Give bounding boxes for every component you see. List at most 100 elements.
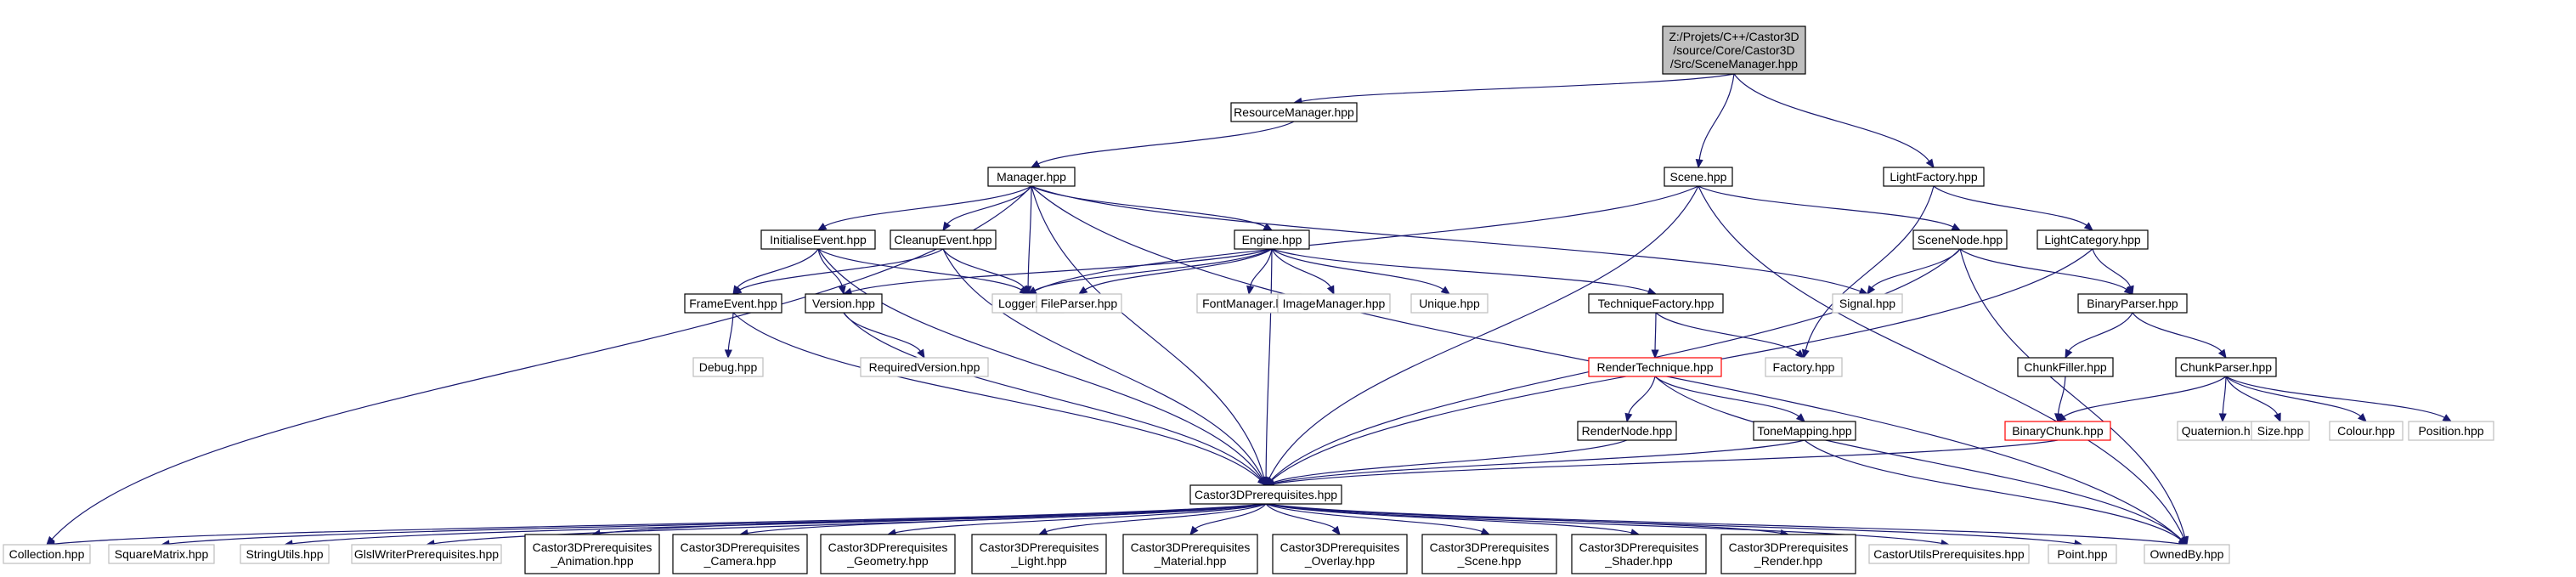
node-box: [805, 293, 883, 314]
node-label: Castor3DPrerequisites: [1131, 540, 1251, 554]
node-pre-shader[interactable]: Castor3DPrerequisites_Shader.hpp: [1571, 534, 1707, 574]
edge-line: [817, 248, 844, 288]
node-unique[interactable]: Unique.hpp: [1410, 293, 1489, 314]
node-fileparser[interactable]: FileParser.hpp: [1036, 293, 1122, 314]
node-pre-scene[interactable]: Castor3DPrerequisites_Scene.hpp: [1421, 534, 1557, 574]
edge-line: [1271, 248, 1332, 289]
edge-lightfactory-to-lightcategory: [1933, 185, 2093, 231]
edge-root-to-lightfactory: [1733, 73, 1935, 169]
node-pre-render[interactable]: Castor3DPrerequisites_Render.hpp: [1720, 534, 1856, 574]
node-box: [1277, 293, 1391, 314]
edge-line: [1031, 185, 1265, 479]
node-point[interactable]: Point.hpp: [2048, 544, 2117, 564]
node-lightcategory[interactable]: LightCategory.hpp: [2037, 229, 2149, 250]
node-label: Size.hpp: [2257, 424, 2304, 438]
node-scene[interactable]: Scene.hpp: [1664, 167, 1733, 187]
edge-line: [1272, 439, 1805, 484]
edge-initialiseevent-to-logger: [817, 248, 1030, 295]
node-colour[interactable]: Colour.hpp: [2329, 421, 2404, 441]
node-resourcemanager[interactable]: ResourceManager.hpp: [1230, 102, 1358, 122]
node-size[interactable]: Size.hpp: [2251, 421, 2310, 441]
node-label: OwnedBy.hpp: [2150, 547, 2224, 561]
node-tonemapping[interactable]: ToneMapping.hpp: [1753, 421, 1856, 441]
node-pre-overlay[interactable]: Castor3DPrerequisites_Overlay.hpp: [1272, 534, 1408, 574]
node-pre-material[interactable]: Castor3DPrerequisites_Material.hpp: [1122, 534, 1258, 574]
node-rendertechnique[interactable]: RenderTechnique.hpp: [1588, 357, 1722, 377]
node-version[interactable]: Version.hpp: [805, 293, 883, 314]
node-chunkparser[interactable]: ChunkParser.hpp: [2175, 357, 2277, 377]
edge-line: [1084, 248, 1273, 291]
edge-arrowhead: [1189, 525, 1199, 535]
edge-line: [942, 248, 1264, 479]
edge-line: [1959, 248, 2128, 291]
edges-layer: [45, 73, 2453, 548]
node-debug[interactable]: Debug.hpp: [692, 357, 764, 377]
node-lightfactory[interactable]: LightFactory.hpp: [1883, 167, 1985, 187]
node-rendernode[interactable]: RenderNode.hpp: [1577, 421, 1677, 441]
edge-arrowhead: [1801, 348, 1810, 359]
node-binaryparser[interactable]: BinaryParser.hpp: [2077, 293, 2188, 314]
node-chunkfiller[interactable]: ChunkFiller.hpp: [2017, 357, 2114, 377]
node-initialiseevent[interactable]: InitialiseEvent.hpp: [760, 229, 876, 250]
edge-arrowhead: [724, 349, 732, 359]
node-label: Collection.hpp: [9, 547, 85, 561]
node-prereq[interactable]: Castor3DPrerequisites.hpp: [1189, 484, 1342, 505]
node-label: Castor3DPrerequisites.hpp: [1195, 488, 1337, 501]
node-label: ChunkFiller.hpp: [2024, 360, 2106, 374]
node-factory[interactable]: Factory.hpp: [1765, 357, 1843, 377]
edge-arrowhead: [2065, 348, 2073, 359]
edge-arrowhead: [1326, 285, 1335, 296]
edge-line: [2225, 376, 2279, 416]
edge-line: [2225, 376, 2362, 417]
edge-line: [1268, 185, 1699, 480]
node-box: [1122, 534, 1258, 574]
node-scenenode[interactable]: SceneNode.hpp: [1912, 229, 2008, 250]
node-label: RenderTechnique.hpp: [1597, 360, 1714, 374]
edge-arrowhead: [1246, 285, 1255, 296]
edge-line: [1698, 185, 2185, 539]
edge-arrowhead: [917, 348, 925, 359]
node-label: ImageManager.hpp: [1283, 297, 1386, 310]
node-label: Factory.hpp: [1773, 360, 1835, 374]
node-label: BinaryParser.hpp: [2087, 297, 2178, 310]
node-manager[interactable]: Manager.hpp: [987, 167, 1076, 187]
node-box: [692, 357, 764, 377]
node-requiredversion[interactable]: RequiredVersion.hpp: [860, 357, 989, 377]
node-cleanupevent[interactable]: CleanupEvent.hpp: [890, 229, 997, 250]
edge-resourcemanager-to-manager: [1030, 121, 1295, 168]
node-imagemanager[interactable]: ImageManager.hpp: [1277, 293, 1391, 314]
node-signal[interactable]: Signal.hpp: [1832, 293, 1903, 314]
node-label: /source/Core/Castor3D: [1673, 43, 1794, 57]
node-squarematrix[interactable]: SquareMatrix.hpp: [108, 544, 215, 564]
node-pre-light[interactable]: Castor3DPrerequisites_Light.hpp: [971, 534, 1107, 574]
node-binarychunk[interactable]: BinaryChunk.hpp: [2004, 421, 2111, 441]
edge-arrowhead: [1925, 158, 1935, 169]
node-quaternion[interactable]: Quaternion.hpp: [2177, 421, 2268, 441]
node-box: [684, 293, 782, 314]
node-box: [351, 544, 502, 564]
node-glslwriter[interactable]: GlslWriterPrerequisites.hpp: [351, 544, 502, 564]
node-stringutils[interactable]: StringUtils.hpp: [240, 544, 330, 564]
edge-manager-to-signal: [1031, 185, 1869, 295]
edge-arrowhead: [2217, 348, 2227, 359]
edge-binaryparser-to-chunkparser: [2132, 312, 2227, 359]
edge-line: [736, 248, 819, 289]
node-castorutils[interactable]: CastorUtilsPrerequisites.hpp: [1868, 544, 2030, 564]
node-engine[interactable]: Engine.hpp: [1234, 229, 1310, 250]
node-ownedby[interactable]: OwnedBy.hpp: [2144, 544, 2230, 564]
edge-arrowhead: [2442, 414, 2453, 422]
edge-arrowhead: [1795, 413, 1805, 422]
edge-chunkparser-to-quaternion: [2218, 376, 2227, 423]
edge-arrowhead: [2083, 222, 2093, 231]
node-collection[interactable]: Collection.hpp: [3, 544, 91, 564]
node-root[interactable]: Z:/Projets/C++/Castor3D/source/Core/Cast…: [1662, 25, 1806, 75]
edge-arrowhead: [1257, 476, 1267, 486]
node-frameevent[interactable]: FrameEvent.hpp: [684, 293, 782, 314]
node-pre-animation[interactable]: Castor3DPrerequisites_Animation.hpp: [524, 534, 660, 574]
node-pre-geometry[interactable]: Castor3DPrerequisites_Geometry.hpp: [820, 534, 956, 574]
node-fontmanager[interactable]: FontManager.hpp: [1196, 293, 1302, 314]
edge-line: [1265, 503, 1943, 545]
node-techniquefactory[interactable]: TechniqueFactory.hpp: [1588, 293, 1724, 314]
node-position[interactable]: Position.hpp: [2408, 421, 2494, 441]
node-pre-camera[interactable]: Castor3DPrerequisites_Camera.hpp: [672, 534, 808, 574]
